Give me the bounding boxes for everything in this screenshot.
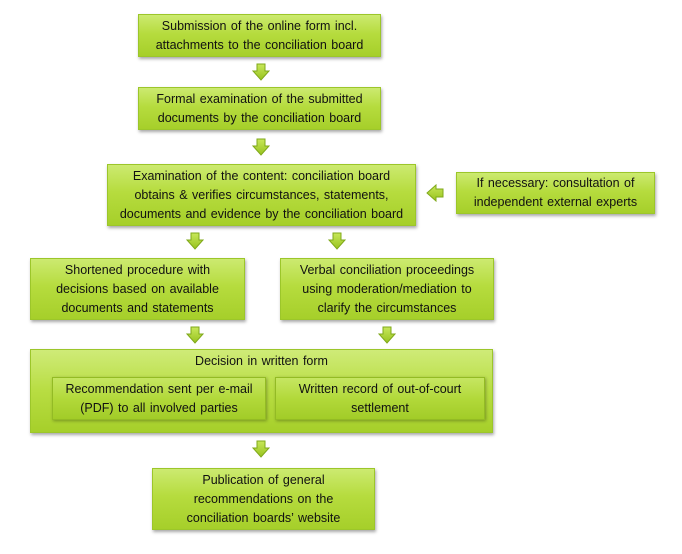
step-shortened-line-3: documents and statements (61, 300, 214, 315)
decision-recommendation: Recommendation sent per e-mail (PDF) to … (52, 377, 266, 420)
step-decision-written: Decision in written form Recommendation … (30, 349, 493, 433)
step-publication-line-1: Publication of general (202, 472, 325, 487)
arrow-down-icon (252, 440, 270, 458)
arrow-down-icon (186, 232, 204, 250)
recommendation-line-1: Recommendation sent per e-mail (65, 381, 253, 396)
step-shortened-procedure: Shortened procedure with decisions based… (30, 258, 245, 320)
step-formal-line-2: documents by the conciliation board (157, 110, 362, 125)
arrow-down-icon (186, 326, 204, 344)
step-verbal-line-3: clarify the circumstances (317, 300, 457, 315)
step-content-line-3: documents and evidence by the conciliati… (119, 206, 404, 221)
record-line-1: Written record of out-of-court (298, 381, 462, 396)
arrow-left-icon (426, 184, 444, 202)
decision-title: Decision in written form (195, 354, 328, 368)
step-content-examination: Examination of the content: conciliation… (107, 164, 416, 226)
arrow-down-icon (378, 326, 396, 344)
step-verbal-conciliation: Verbal conciliation proceedings using mo… (280, 258, 494, 320)
recommendation-line-2: (PDF) to all involved parties (80, 400, 238, 415)
step-verbal-line-1: Verbal conciliation proceedings (299, 262, 475, 277)
step-experts-line-1: If necessary: consultation of (476, 176, 635, 190)
step-publication-line-3: conciliation boards’ website (186, 510, 341, 525)
step-verbal-line-2: using moderation/mediation to (302, 281, 472, 296)
step-content-line-2: obtains & verifies circumstances, statem… (134, 187, 389, 202)
step-shortened-line-2: decisions based on available (56, 281, 219, 296)
step-submission-line-1: Submission of the online form incl. (161, 18, 358, 33)
step-submission: Submission of the online form incl. atta… (138, 14, 381, 57)
step-submission-line-2: attachments to the conciliation board (155, 37, 364, 52)
step-publication: Publication of general recommendations o… (152, 468, 375, 530)
step-shortened-line-1: Shortened procedure with (64, 262, 211, 277)
step-formal-line-1: Formal examination of the submitted (156, 91, 363, 106)
step-external-experts: If necessary: consultation of independen… (456, 172, 655, 214)
decision-settlement-record: Written record of out-of-court settlemen… (275, 377, 485, 420)
arrow-down-icon (252, 138, 270, 156)
step-experts-line-2: independent external experts (473, 195, 638, 209)
arrow-down-icon (328, 232, 346, 250)
record-line-2: settlement (351, 400, 409, 415)
step-publication-line-2: recommendations on the (193, 491, 334, 506)
step-content-line-1: Examination of the content: conciliation… (132, 168, 391, 183)
arrow-down-icon (252, 63, 270, 81)
step-formal-examination: Formal examination of the submitted docu… (138, 87, 381, 130)
